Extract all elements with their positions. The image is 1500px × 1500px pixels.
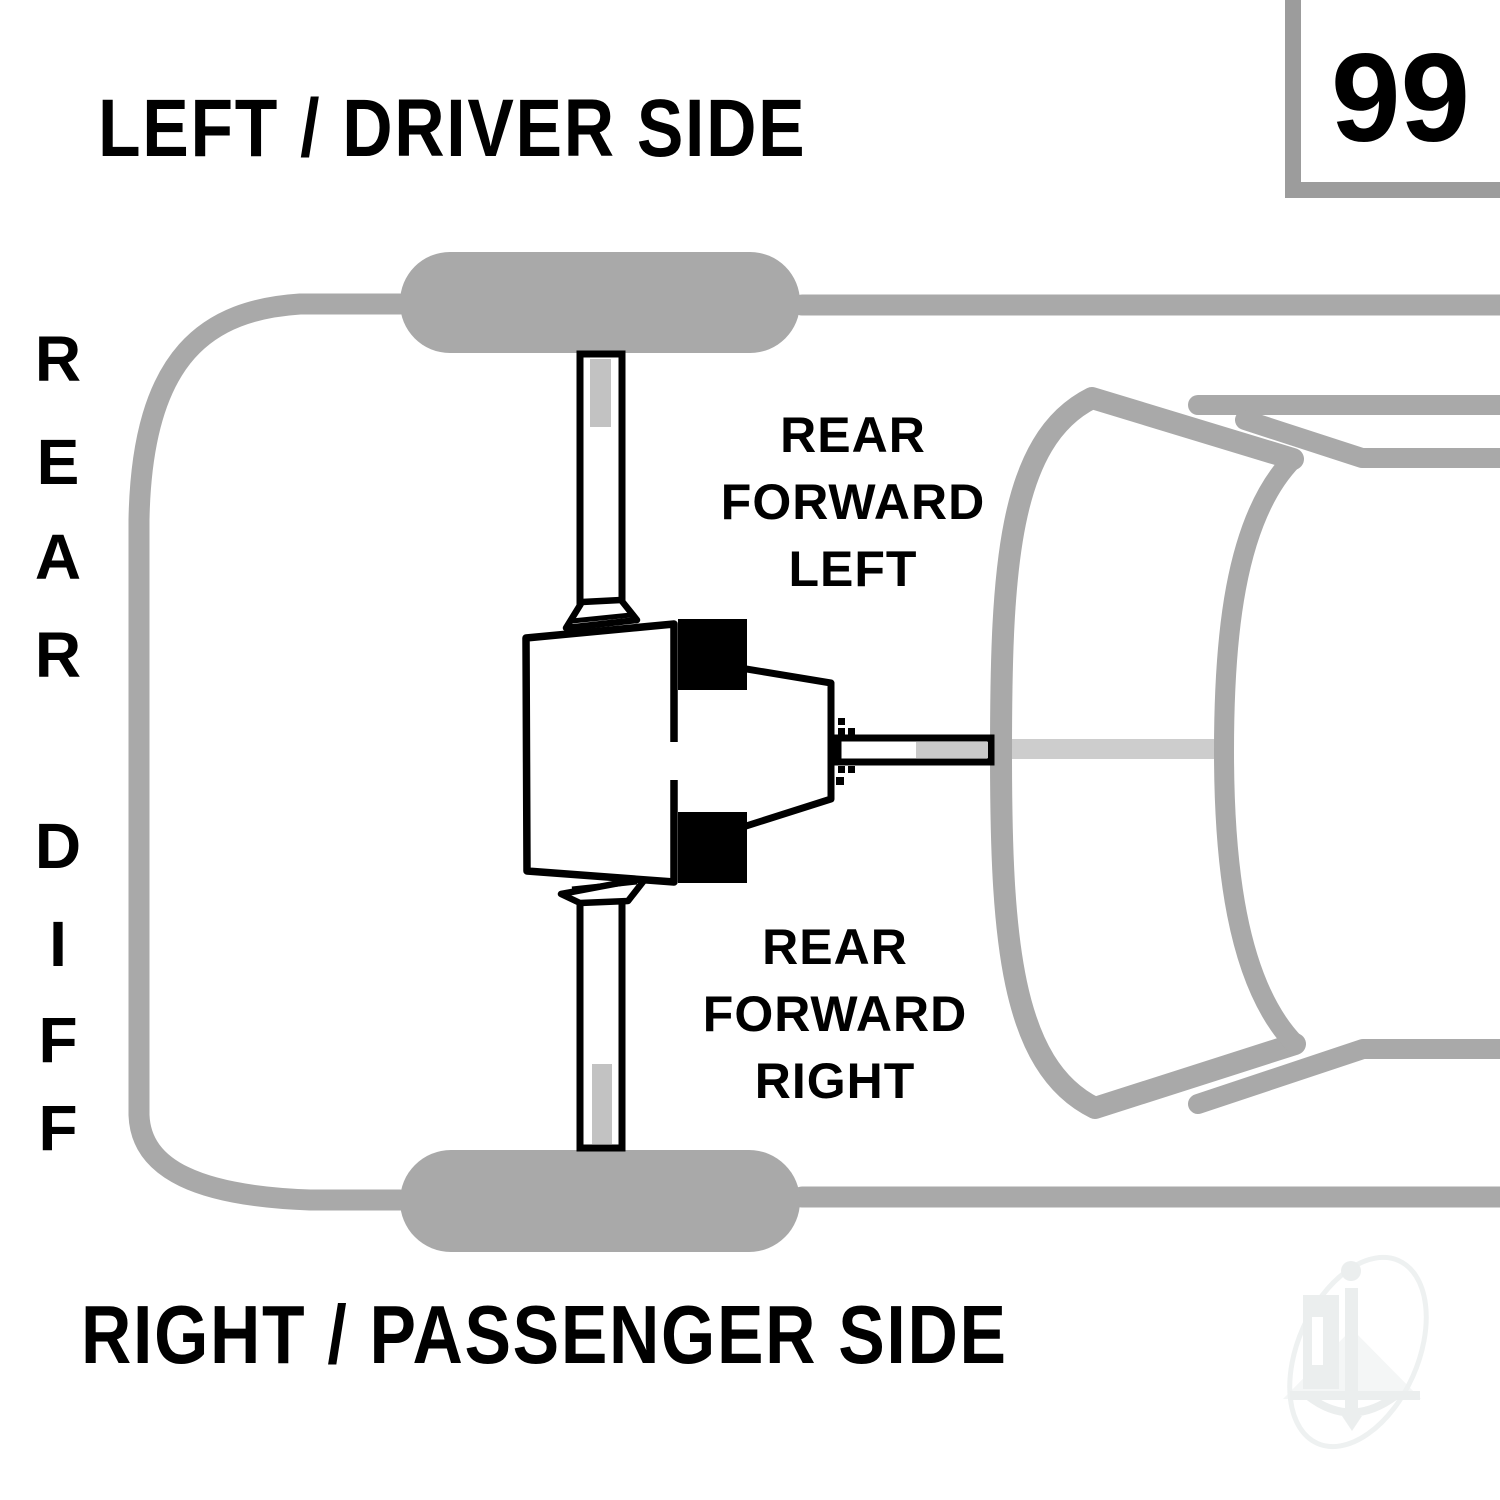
rear-forward-left-line1: REAR	[780, 407, 926, 463]
windshield-line-lower	[1188, 1039, 1500, 1114]
rear-forward-left-line3: LEFT	[788, 541, 918, 597]
rear-forward-left-line2: FORWARD	[720, 474, 986, 530]
glasshouse-outline	[990, 387, 1500, 1119]
watermark-letter-a-counter	[1312, 1317, 1323, 1365]
rear-forward-right-line1: REAR	[762, 919, 908, 975]
rear-diff-letter-e: E	[36, 426, 80, 498]
watermark-anchor-hook	[1305, 1390, 1401, 1417]
rear-diff-letter-a: A	[34, 521, 82, 593]
passenger-side-wheel	[400, 1150, 800, 1252]
page-number-box: 99	[1285, 0, 1500, 198]
rear-forward-right-label: REAR FORWARD RIGHT	[685, 914, 985, 1115]
diff-housing-gap	[668, 742, 680, 780]
mount-bolt-dots-upper	[838, 718, 855, 735]
diff-mount-upper	[678, 619, 747, 690]
watermark-anchor-tip	[1342, 1416, 1362, 1431]
rear-window-arc	[990, 387, 1306, 1119]
driveshaft-extension	[990, 739, 1224, 759]
rear-diff-letter-f2: F	[38, 1092, 78, 1164]
axle-shaft-lower-inner	[592, 1064, 612, 1144]
cv-boot-lower-line	[571, 879, 638, 892]
diff-housing	[522, 620, 678, 886]
rear-diff-letter-i: I	[49, 908, 67, 980]
rear-forward-left-label: REAR FORWARD LEFT	[703, 402, 1003, 603]
cv-boot-upper-line	[571, 612, 632, 624]
driveshaft-inner	[916, 742, 988, 758]
rear-diff-letter-f1: F	[38, 1004, 78, 1076]
diff-mount-lower	[678, 812, 747, 883]
driver-side-wheel	[400, 252, 800, 353]
car-body-outline	[128, 293, 1500, 1211]
page-number: 99	[1330, 28, 1471, 168]
watermark-anchor-stem	[1345, 1288, 1358, 1410]
diff-nose	[678, 654, 835, 851]
watermark-anchor-crossbar	[1290, 1391, 1420, 1400]
rear-bumper-outline	[128, 293, 411, 1211]
rear-diff-letter-d: D	[34, 810, 82, 882]
passenger-side-heading: RIGHT / PASSENGER SIDE	[81, 1288, 1008, 1381]
rear-diff-letter-r1: R	[34, 323, 82, 395]
mount-bolt-dots-lower	[836, 766, 855, 785]
windshield-arc	[1214, 449, 1305, 1054]
windshield-line-upper	[1235, 410, 1500, 468]
rear-forward-right-line2: FORWARD	[702, 986, 968, 1042]
rear-diff-letter-r2: R	[34, 619, 82, 691]
axle-shaft-upper-inner	[590, 359, 611, 427]
watermark-anchor-ring	[1341, 1261, 1361, 1281]
cv-boots	[557, 596, 650, 907]
driver-side-heading: LEFT / DRIVER SIDE	[98, 83, 807, 174]
rear-forward-right-line3: RIGHT	[754, 1053, 916, 1109]
diff-nose-fill	[678, 659, 831, 846]
watermark-anchor-logo	[1283, 1254, 1429, 1450]
